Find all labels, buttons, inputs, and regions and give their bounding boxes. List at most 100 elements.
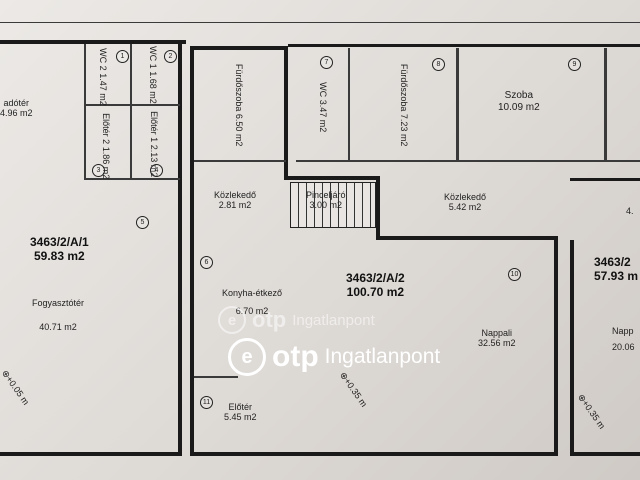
room-area: 40.71 m2 xyxy=(39,322,77,333)
room-number-marker: 8 xyxy=(432,58,445,71)
room-furdo1: Fürdőszoba 6.50 m2 xyxy=(234,62,244,148)
wall-step-top xyxy=(378,236,558,240)
wall-wc-block-left xyxy=(284,46,288,180)
room-name: Napp xyxy=(612,326,634,336)
room-kozleked1: Közlekedő 2.81 m2 xyxy=(214,190,256,211)
partition-top-strip xyxy=(0,22,640,23)
room-name: Fürdőszoba xyxy=(234,63,245,112)
room-number-marker: 6 xyxy=(200,256,213,269)
watermark-brand: otp xyxy=(272,340,319,373)
room-eloter2: Előtér 2 1.86 m2 xyxy=(101,113,112,179)
room-area: 32.56 m2 xyxy=(478,338,516,349)
wall-left-unit-bottom xyxy=(0,452,182,456)
watermark-suffix: Ingatlanpont xyxy=(292,311,375,329)
level-marker-left: ⊕+0.05 m xyxy=(0,368,31,407)
unit-a3: 3463/2 57.93 m xyxy=(594,255,639,284)
room-name: Közlekedő xyxy=(444,192,487,202)
room-number-marker: 1 xyxy=(116,50,129,63)
room-name: Előtér 1 xyxy=(149,111,160,143)
room-area: 7.23 m2 xyxy=(399,113,410,147)
room-name: Fürdőszoba xyxy=(399,63,410,112)
level-value: +0.35 m xyxy=(580,398,608,431)
wall-mid-left xyxy=(190,46,194,456)
room-name: adótér xyxy=(3,98,30,108)
room-name: WC 1 xyxy=(148,46,159,69)
room-area: 3.00 m2 xyxy=(309,200,343,211)
room-number-marker: 11 xyxy=(200,396,213,409)
room-wc1: WC 1 1.68 m2 xyxy=(148,46,159,104)
wall-mid-right xyxy=(554,240,558,456)
room-right-partial: 4. xyxy=(626,206,634,216)
room-area: 6.70 m2 xyxy=(235,306,269,317)
room-wc: WC 3.47 m2 xyxy=(318,82,329,132)
room-name: WC xyxy=(318,82,329,98)
wall-step-vert xyxy=(376,178,380,240)
room-eloter-bottom: Előtér 5.45 m2 xyxy=(224,402,257,423)
wall-left-unit-right xyxy=(178,40,182,455)
unit-a1: 3463/2/A/1 59.83 m2 xyxy=(30,235,89,264)
room-name: Fogyasztótér xyxy=(32,298,85,308)
room-name: Nappali xyxy=(481,328,513,338)
wall-step-horiz xyxy=(284,176,380,180)
room-area: 6.50 m2 xyxy=(234,113,245,147)
room-area: 1.47 m2 xyxy=(98,73,109,106)
unit-area: 59.83 m2 xyxy=(34,248,85,263)
room-konyha: Konyha-étkező 6.70 m2 xyxy=(222,288,282,317)
room-number-marker: 5 xyxy=(136,216,149,229)
room-name: Szoba xyxy=(504,90,534,101)
room-name: WC 2 xyxy=(98,48,109,71)
room-number-marker: 4 xyxy=(150,164,163,177)
otp-logo-icon: e xyxy=(218,306,246,334)
wall-mid-top xyxy=(190,46,288,50)
room-name: Konyha-étkező xyxy=(222,288,283,298)
wall-mid-bottom xyxy=(190,452,558,456)
unit-a2: 3463/2/A/2 100.70 m2 xyxy=(346,271,405,300)
unit-id: 3463/2/A/1 xyxy=(30,235,89,249)
partition-szoba-right xyxy=(604,48,607,162)
unit-area: 57.93 m xyxy=(594,268,639,283)
room-area: 5.42 m2 xyxy=(448,202,482,213)
watermark-brand: otp xyxy=(252,307,287,332)
room-furdo2: Fürdőszoba 7.23 m2 xyxy=(399,57,409,153)
partition-bath1-bottom xyxy=(194,160,286,162)
room-nappali-right: Napp 20.06 xyxy=(612,326,635,353)
partition-wc-row xyxy=(84,44,86,180)
room-szoba: Szoba 10.09 m2 xyxy=(498,90,540,113)
room-area: 5.45 m2 xyxy=(224,412,257,423)
wall-top-left xyxy=(0,40,186,44)
room-eloter-left: adótér 4.96 m2 xyxy=(0,98,33,119)
room-pinceljaro: Pinceljáró 3.00 m2 xyxy=(306,190,346,211)
room-name: Előtér 2 xyxy=(101,113,112,145)
partition-bath2-szoba xyxy=(456,48,459,162)
staircase xyxy=(290,182,376,228)
level-value: +0.35 m xyxy=(342,376,370,409)
room-area: 4.96 m2 xyxy=(0,108,33,119)
room-fogyaszto: Fogyasztótér 40.71 m2 xyxy=(32,298,84,333)
room-nappali: Nappali 32.56 m2 xyxy=(478,328,516,349)
room-area: 2.81 m2 xyxy=(218,200,252,211)
room-number-marker: 7 xyxy=(320,56,333,69)
unit-area: 100.70 m2 xyxy=(346,284,405,299)
room-name: Közlekedő xyxy=(214,190,257,200)
watermark-suffix: Ingatlanpont xyxy=(324,345,441,368)
room-number-marker: 10 xyxy=(508,268,521,281)
room-number-marker: 3 xyxy=(92,164,105,177)
room-kozleked2: Közlekedő 5.42 m2 xyxy=(444,192,486,213)
room-area: 1.68 m2 xyxy=(148,71,159,104)
room-area: 4. xyxy=(626,206,634,216)
partition-upper-right xyxy=(608,160,640,162)
unit-id: 3463/2 xyxy=(594,255,631,269)
partition-wc-bottom xyxy=(84,178,180,180)
room-area: 3.47 m2 xyxy=(318,99,329,133)
room-number-marker: 2 xyxy=(164,50,177,63)
partition-wc-bath2 xyxy=(348,48,350,162)
partition-wc-horiz xyxy=(84,104,180,106)
room-number-marker: 9 xyxy=(568,58,581,71)
wall-upper-right-top xyxy=(288,44,640,47)
otp-logo-icon: e xyxy=(228,338,266,376)
wall-right-unit-top xyxy=(570,178,640,181)
room-name: Pinceljáró xyxy=(306,190,346,200)
room-area: 20.06 xyxy=(612,342,635,353)
level-value: +0.05 m xyxy=(4,374,32,407)
